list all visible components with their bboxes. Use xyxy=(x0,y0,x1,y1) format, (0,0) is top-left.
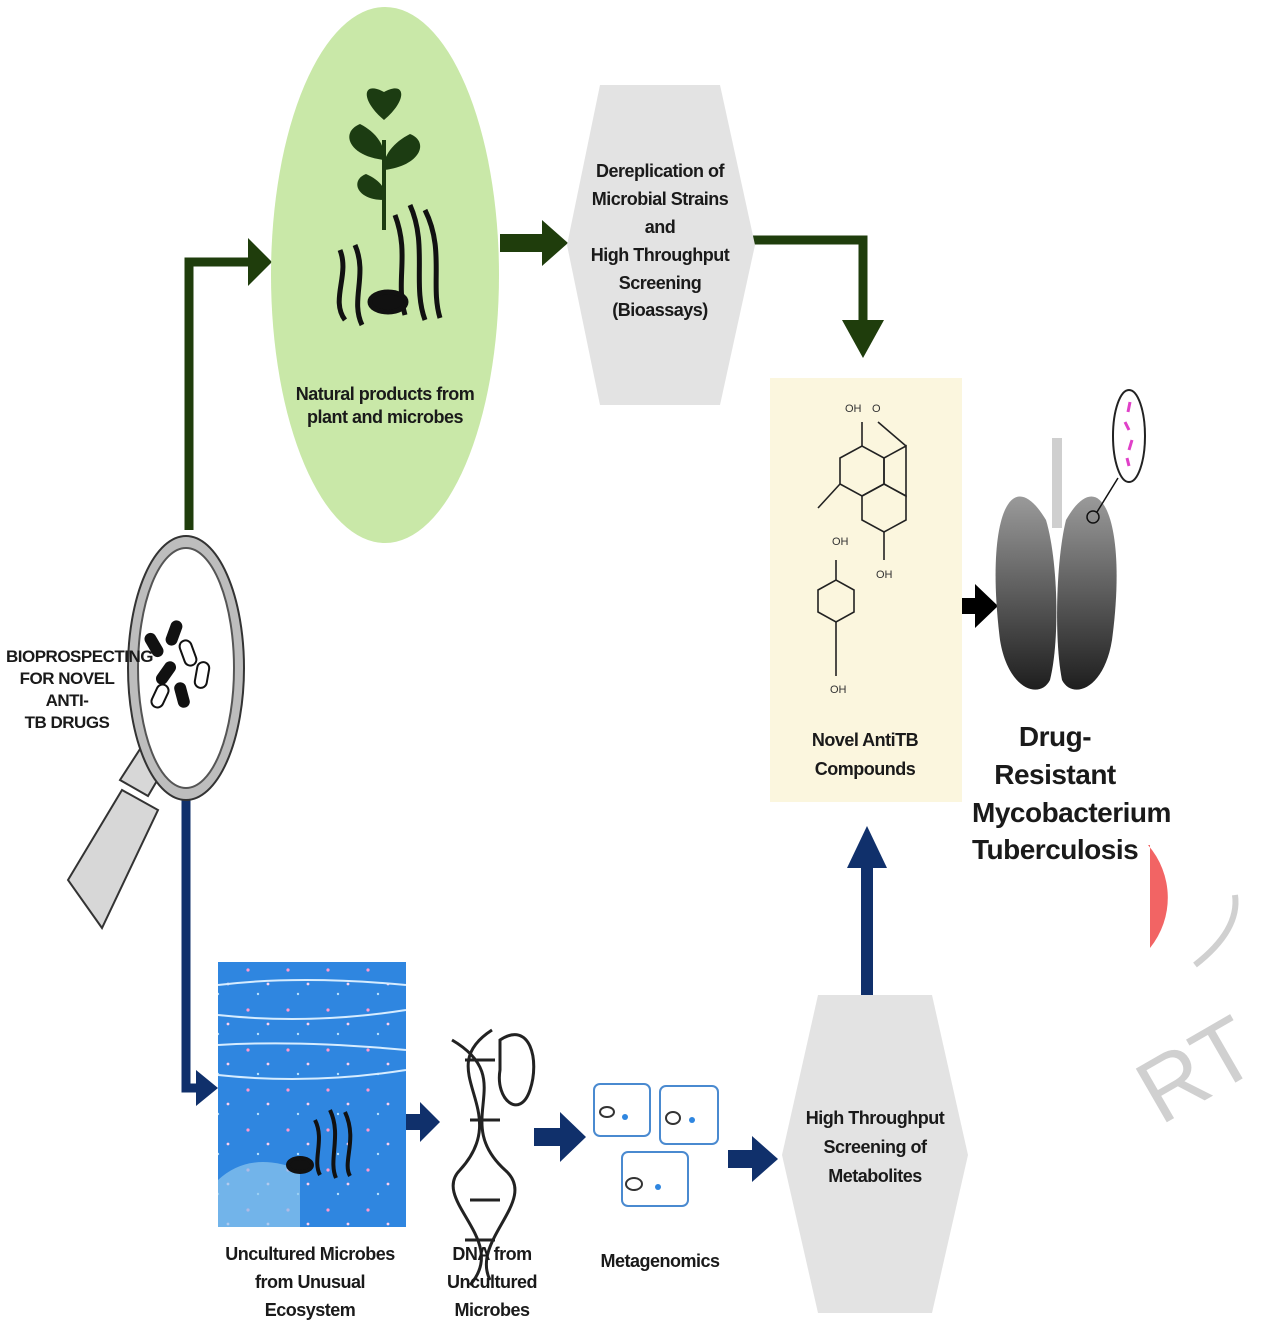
dna-label: DNA from Uncultured Microbes xyxy=(412,1241,572,1325)
blue-arrowhead-to-compounds xyxy=(847,826,887,868)
green-arrowhead-to-compounds xyxy=(842,320,884,358)
bacteria-inset-icon xyxy=(1112,389,1146,483)
blue-arrowhead-to-hts xyxy=(752,1136,778,1182)
blue-arrow-shaft-3 xyxy=(728,1150,756,1168)
novel-compounds-line-1: Novel AntiTB xyxy=(811,730,919,750)
dereplication-label: Dereplication of Microbial Strains and H… xyxy=(580,158,740,325)
blue-arrowhead-to-uncultured xyxy=(196,1070,218,1106)
natural-products-circle xyxy=(271,7,499,543)
uncultured-line-1: Uncultured Microbes xyxy=(225,1244,395,1264)
hts-line-1: High Throughput xyxy=(805,1108,945,1128)
capsule-icon xyxy=(144,620,211,709)
green-arrowhead-to-natural xyxy=(248,238,272,286)
blue-arrow-shaft-2 xyxy=(534,1128,564,1146)
chem-label-oh-top: OH xyxy=(845,403,862,415)
cell-icon xyxy=(593,1083,719,1207)
green-arrowhead-to-dereplication xyxy=(542,220,568,266)
novel-compounds-label: Novel AntiTB Compounds xyxy=(790,726,940,784)
blue-arrowhead-to-dna xyxy=(420,1102,440,1142)
black-arrowhead-to-lungs xyxy=(975,584,998,628)
drug-resistant-line-2: Mycobacterium xyxy=(972,796,1171,828)
blue-arrow-up-shaft xyxy=(861,862,873,997)
uncultured-label: Uncultured Microbes from Unusual Ecosyst… xyxy=(210,1241,410,1325)
svg-text:RT: RT xyxy=(1120,998,1266,1144)
black-arrow-shaft xyxy=(960,598,978,614)
magnifier-icon xyxy=(66,535,245,930)
drug-resistant-line-1: Drug-Resistant xyxy=(994,721,1116,790)
dereplication-hexagon xyxy=(567,85,755,405)
drug-resistant-line-3: Tuberculosis xyxy=(972,834,1139,866)
bioprospecting-line-1: BIOPROSPECTING xyxy=(6,647,153,666)
bioprospecting-line-2: FOR NOVEL ANTI- xyxy=(19,669,115,711)
hts-hexagon xyxy=(782,995,968,1313)
chem-label-oh-left: OH xyxy=(832,536,849,548)
chem-label-oh-right: OH xyxy=(876,569,893,581)
metagenomics-line-1: Metagenomics xyxy=(600,1251,720,1271)
hts-metabolites-label: High Throughput Screening of Metabolites xyxy=(795,1104,955,1190)
bioprospecting-label: BIOPROSPECTING FOR NOVEL ANTI- TB DRUGS xyxy=(6,646,153,734)
dereplication-line-2: Microbial Strains and xyxy=(591,188,729,237)
seaweed-icon xyxy=(286,1109,353,1179)
dereplication-line-4: Screening (Bioassays) xyxy=(612,272,708,321)
green-connector-up xyxy=(184,257,248,530)
green-arrow-shaft-mid xyxy=(500,234,544,252)
dna-icon xyxy=(451,1028,536,1286)
watermark: RT xyxy=(1120,845,1266,1143)
natural-products-line-1: Natural products from xyxy=(295,384,475,404)
dna-line-1: DNA from Uncultured xyxy=(446,1244,538,1292)
metagenomics-label: Metagenomics xyxy=(590,1250,730,1273)
chem-label-oh-bottom: OH xyxy=(830,684,847,696)
blue-connector-down xyxy=(181,800,198,1093)
natural-products-line-2: plant and microbes xyxy=(306,407,464,428)
natural-products-label: Natural products from plant and microbes xyxy=(290,383,480,430)
uncultured-line-2: from Unusual Ecosystem xyxy=(254,1271,366,1320)
lungs-icon xyxy=(995,438,1119,690)
green-connector-down xyxy=(752,235,868,322)
bioprospecting-line-3: TB DRUGS xyxy=(24,713,110,733)
hts-line-2: Screening of xyxy=(823,1136,927,1157)
dereplication-line-1: Dereplication of xyxy=(595,161,725,181)
novel-compounds-line-2: Compounds xyxy=(814,758,916,779)
hts-line-3: Metabolites xyxy=(828,1165,922,1186)
ocean-image xyxy=(217,962,407,1227)
blue-arrowhead-to-metagenomics xyxy=(560,1112,586,1162)
seaweed-icon xyxy=(336,203,443,327)
dereplication-line-3: High Throughput xyxy=(590,244,730,265)
dna-line-2: Microbes xyxy=(454,1299,530,1320)
plant-icon xyxy=(349,88,421,230)
chem-label-o-top: O xyxy=(872,403,881,415)
drug-resistant-label: Drug-Resistant Mycobacterium Tuberculosi… xyxy=(972,718,1171,869)
chemical-structure xyxy=(817,421,907,676)
